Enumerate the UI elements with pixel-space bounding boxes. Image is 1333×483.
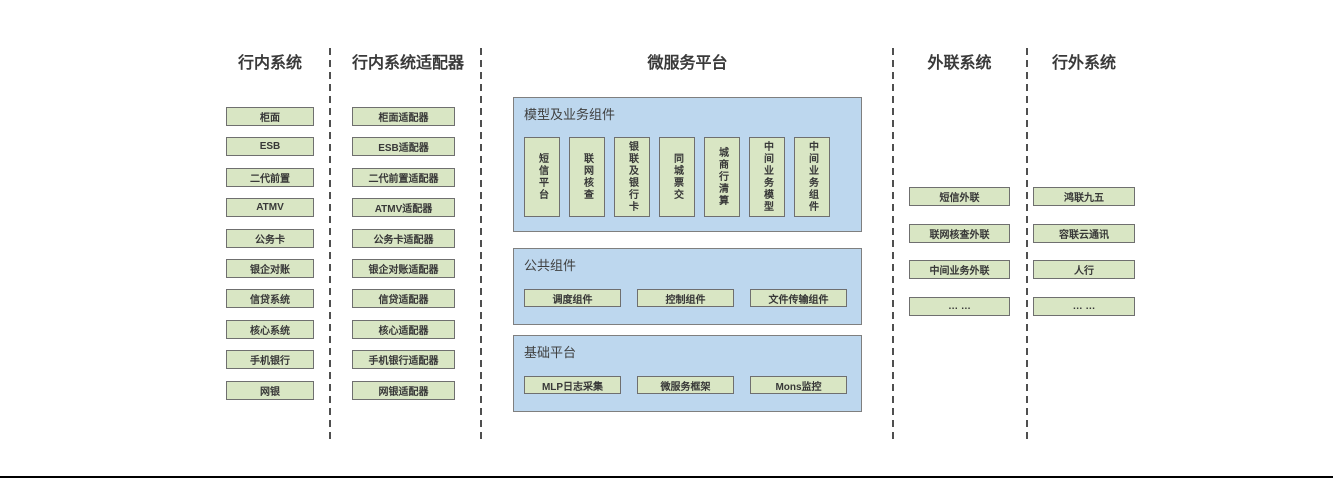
component-box-vertical: 同城票交 [659, 137, 695, 217]
component-box-vertical: 中间业务组件 [794, 137, 830, 217]
column-title-internal-adapters: 行内系统适配器 [352, 55, 465, 72]
component-box: 调度组件 [524, 289, 621, 307]
column-title-external-systems: 行外系统 [1051, 55, 1116, 72]
system-box: 银企对账 [226, 258, 314, 278]
internal-adapters-box-list: 柜面适配器 ESB适配器 二代前置适配器 ATMV适配器 公务卡适配器 银企对账… [352, 107, 455, 400]
dashed-separator [480, 48, 482, 443]
component-box-vertical: 城商行清算 [704, 137, 740, 217]
bottom-border-line [0, 476, 1333, 478]
system-box: 人行 [1033, 260, 1135, 280]
external-systems-box-list: 鸿联九五 容联云通讯 人行 … … [1033, 187, 1135, 317]
adapter-box: 信贷适配器 [352, 289, 455, 309]
internal-systems-box-list: 柜面 ESB 二代前置 ATMV 公务卡 银企对账 信贷系统 核心系统 手机银行… [226, 107, 314, 400]
panel-model-business-components: 模型及业务组件 短信平台 联网核查 银联及银行卡 同城票交 城商行清算 中间业务… [513, 97, 862, 232]
column-external-systems: 行外系统 鸿联九五 容联云通讯 人行 … … [1033, 55, 1135, 317]
system-box: … … [1033, 297, 1135, 317]
column-internal-systems: 行内系统 柜面 ESB 二代前置 ATMV 公务卡 银企对账 信贷系统 核心系统… [226, 55, 314, 400]
system-box: 鸿联九五 [1033, 187, 1135, 206]
column-internal-adapters: 行内系统适配器 柜面适配器 ESB适配器 二代前置适配器 ATMV适配器 公务卡… [352, 55, 465, 400]
panel-title-model-business-components: 模型及业务组件 [524, 107, 616, 122]
component-box: 控制组件 [637, 289, 734, 307]
system-box: 柜面 [226, 107, 314, 126]
system-box: ATMV [226, 198, 314, 218]
base-platform-box-list: MLP日志采集 微服务框架 Mons监控 [524, 376, 851, 394]
adapter-box: 手机银行适配器 [352, 350, 455, 370]
system-box: 信贷系统 [226, 289, 314, 309]
column-microservice-platform: 微服务平台 模型及业务组件 短信平台 联网核查 银联及银行卡 同城票交 城商行清… [513, 55, 862, 412]
panel-common-components: 公共组件 调度组件 控制组件 文件传输组件 [513, 248, 862, 325]
adapter-box: ESB适配器 [352, 137, 455, 157]
system-box: 联网核查外联 [909, 223, 1010, 243]
system-box: 中间业务外联 [909, 260, 1010, 280]
component-box: MLP日志采集 [524, 376, 621, 394]
adapter-box: ATMV适配器 [352, 198, 455, 218]
component-box: 微服务框架 [637, 376, 734, 394]
system-box: 手机银行 [226, 350, 314, 370]
system-box: 网银 [226, 380, 314, 400]
adapter-box: 二代前置适配器 [352, 167, 455, 187]
component-box-vertical: 银联及银行卡 [614, 137, 650, 217]
component-box: 文件传输组件 [750, 289, 847, 307]
dashed-separator [1026, 48, 1028, 443]
component-box-vertical: 短信平台 [524, 137, 560, 217]
adapter-box: 银企对账适配器 [352, 258, 455, 278]
adapter-box: 公务卡适配器 [352, 228, 455, 248]
panel-title-common-components: 公共组件 [524, 258, 577, 273]
common-components-box-list: 调度组件 控制组件 文件传输组件 [524, 289, 851, 307]
system-box: 容联云通讯 [1033, 223, 1135, 243]
system-box: … … [909, 297, 1010, 317]
system-box: ESB [226, 137, 314, 157]
dashed-separator [329, 48, 331, 443]
dashed-separator [892, 48, 894, 443]
system-box: 短信外联 [909, 187, 1010, 206]
model-components-box-list: 短信平台 联网核查 银联及银行卡 同城票交 城商行清算 中间业务模型 中间业务组… [524, 137, 851, 217]
component-box: Mons监控 [750, 376, 847, 394]
panel-base-platform: 基础平台 MLP日志采集 微服务框架 Mons监控 [513, 335, 862, 412]
system-box: 公务卡 [226, 228, 314, 248]
system-box: 核心系统 [226, 319, 314, 339]
column-title-internal-systems: 行内系统 [237, 55, 302, 72]
adapter-box: 网银适配器 [352, 380, 455, 400]
system-box: 二代前置 [226, 167, 314, 187]
column-title-microservice-platform: 微服务平台 [647, 55, 728, 72]
outreach-systems-box-list: 短信外联 联网核查外联 中间业务外联 … … [909, 187, 1010, 317]
column-title-outreach-systems: 外联系统 [927, 55, 992, 72]
component-box-vertical: 联网核查 [569, 137, 605, 217]
adapter-box: 核心适配器 [352, 319, 455, 339]
column-outreach-systems: 外联系统 短信外联 联网核查外联 中间业务外联 … … [909, 55, 1010, 317]
component-box-vertical: 中间业务模型 [749, 137, 785, 217]
adapter-box: 柜面适配器 [352, 107, 455, 126]
panel-title-base-platform: 基础平台 [524, 345, 577, 360]
